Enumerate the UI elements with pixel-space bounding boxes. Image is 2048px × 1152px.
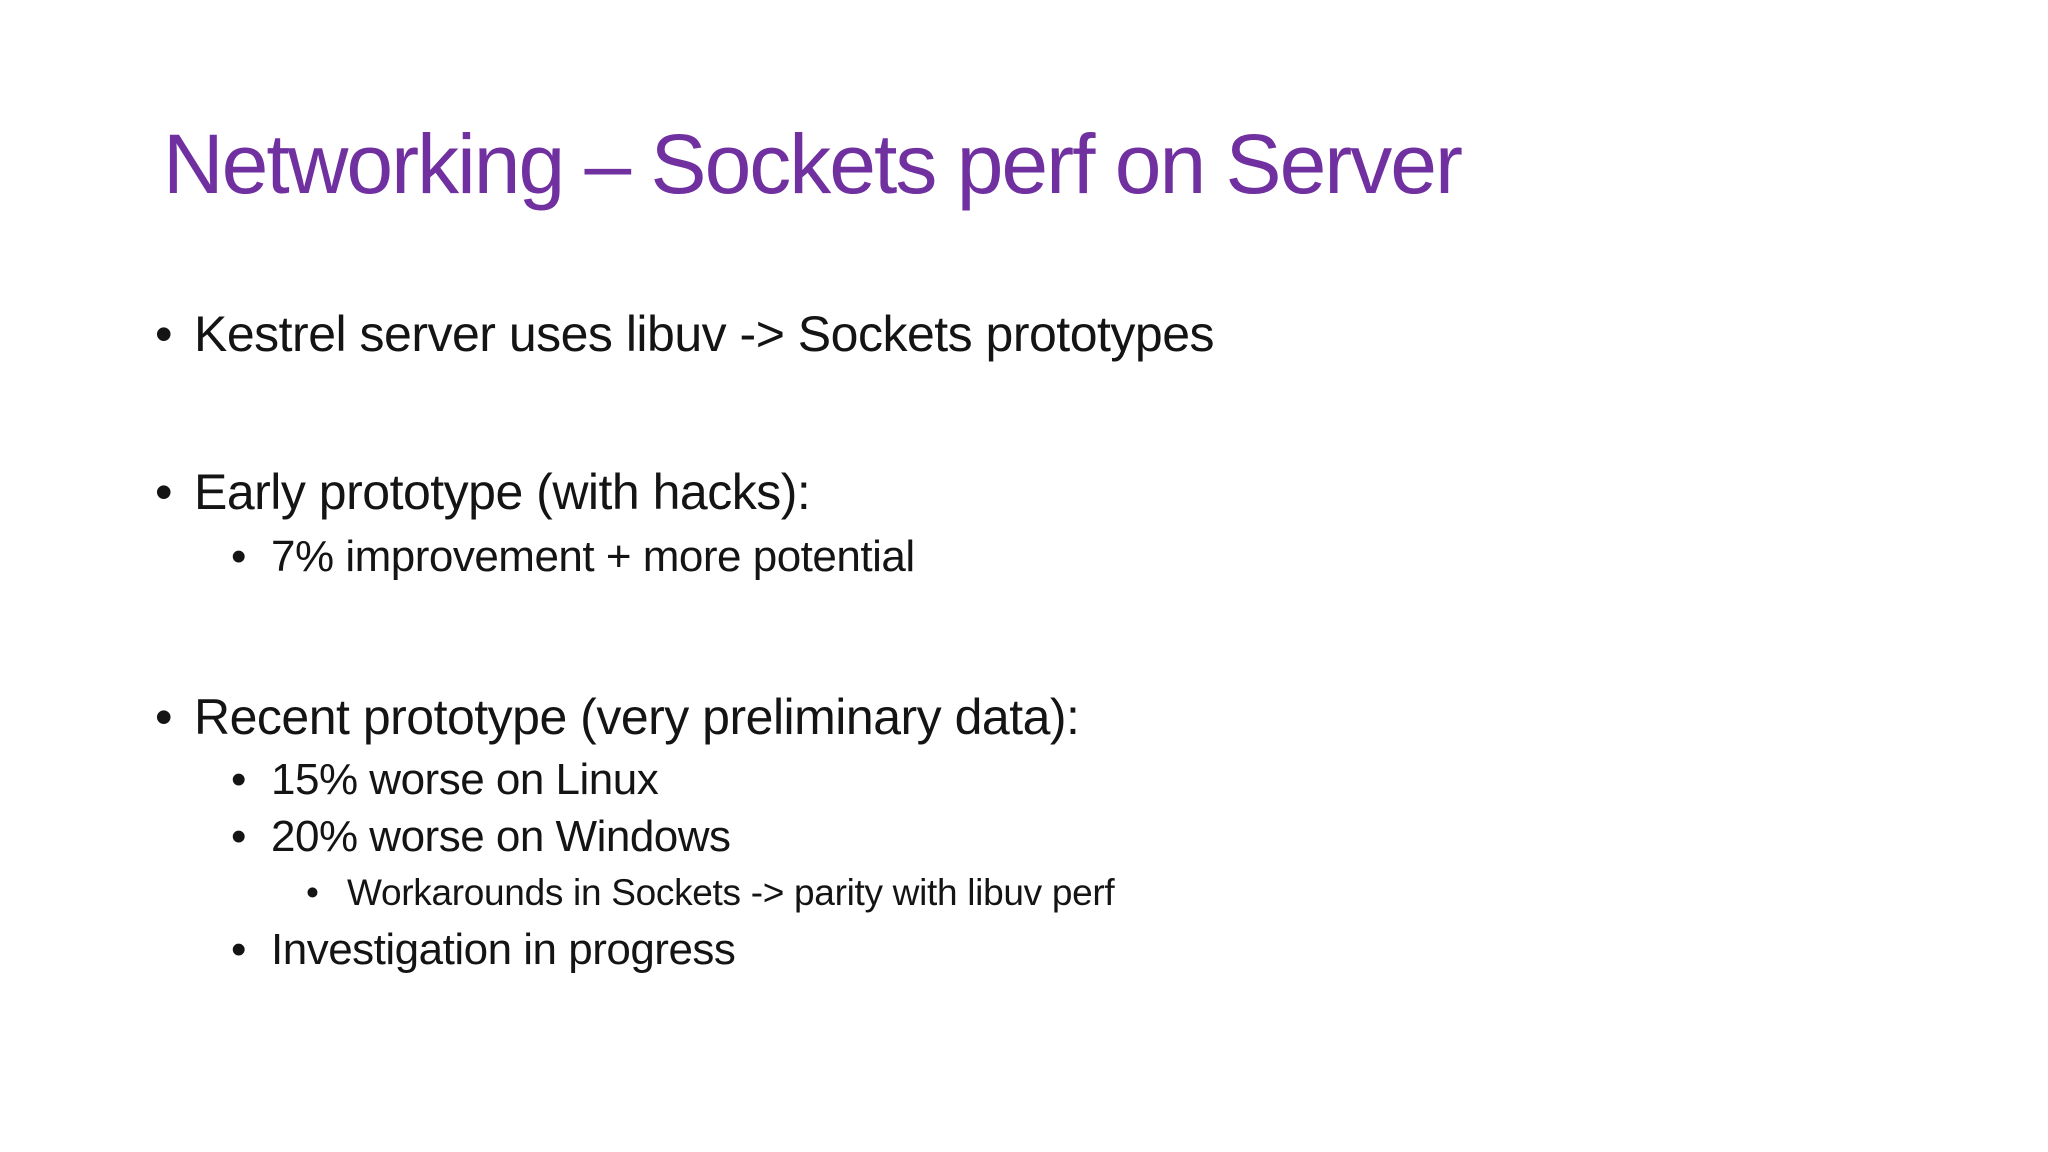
bullet-marker: • bbox=[231, 755, 246, 804]
bullet-marker: • bbox=[231, 812, 246, 861]
bullet-text: Kestrel server uses libuv -> Sockets pro… bbox=[194, 306, 1215, 362]
bullet-marker: • bbox=[306, 872, 319, 913]
bullet-text: Early prototype (with hacks): bbox=[194, 464, 811, 520]
page-title: Networking – Sockets perf on Server bbox=[163, 117, 1463, 211]
bullet-text: 15% worse on Linux bbox=[271, 755, 659, 804]
bullet-marker: • bbox=[155, 306, 173, 362]
bullet-marker: • bbox=[231, 532, 246, 581]
bullet-text: 7% improvement + more potential bbox=[271, 532, 915, 581]
bullet-item: • 15% worse on Linux bbox=[231, 755, 659, 806]
bullet-text: Workarounds in Sockets -> parity with li… bbox=[347, 872, 1115, 913]
bullet-item: • 20% worse on Windows bbox=[231, 812, 731, 863]
bullet-item: • Investigation in progress bbox=[231, 925, 736, 976]
bullet-item: • Kestrel server uses libuv -> Sockets p… bbox=[155, 306, 1215, 364]
bullet-marker: • bbox=[231, 925, 246, 974]
bullet-marker: • bbox=[155, 689, 173, 745]
bullet-text: Recent prototype (very preliminary data)… bbox=[194, 689, 1080, 745]
bullet-item: • Early prototype (with hacks): bbox=[155, 464, 811, 522]
bullet-text: Investigation in progress bbox=[271, 925, 736, 974]
bullet-item: • Recent prototype (very preliminary dat… bbox=[155, 689, 1080, 747]
bullet-text: 20% worse on Windows bbox=[271, 812, 731, 861]
bullet-item: • 7% improvement + more potential bbox=[231, 532, 915, 583]
bullet-item: • Workarounds in Sockets -> parity with … bbox=[306, 872, 1115, 915]
bullet-marker: • bbox=[155, 464, 173, 520]
